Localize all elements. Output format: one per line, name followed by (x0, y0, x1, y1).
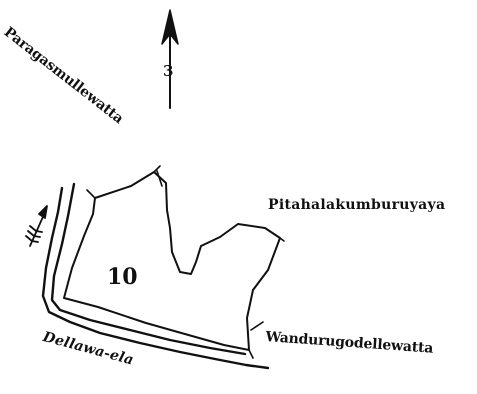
parcel-number-label: 10 (107, 264, 138, 290)
stream-line-outer (41, 186, 270, 370)
stream-line-inner (50, 182, 247, 356)
boundary-label-east: Pitahalakumburuyaya (268, 197, 446, 213)
north-arrow-icon (161, 9, 179, 109)
parcel-boundary (63, 171, 281, 351)
boundary-ticks (86, 165, 285, 359)
north-marker-label: 3 (163, 62, 174, 80)
flow-arrow-icon (25, 205, 48, 247)
